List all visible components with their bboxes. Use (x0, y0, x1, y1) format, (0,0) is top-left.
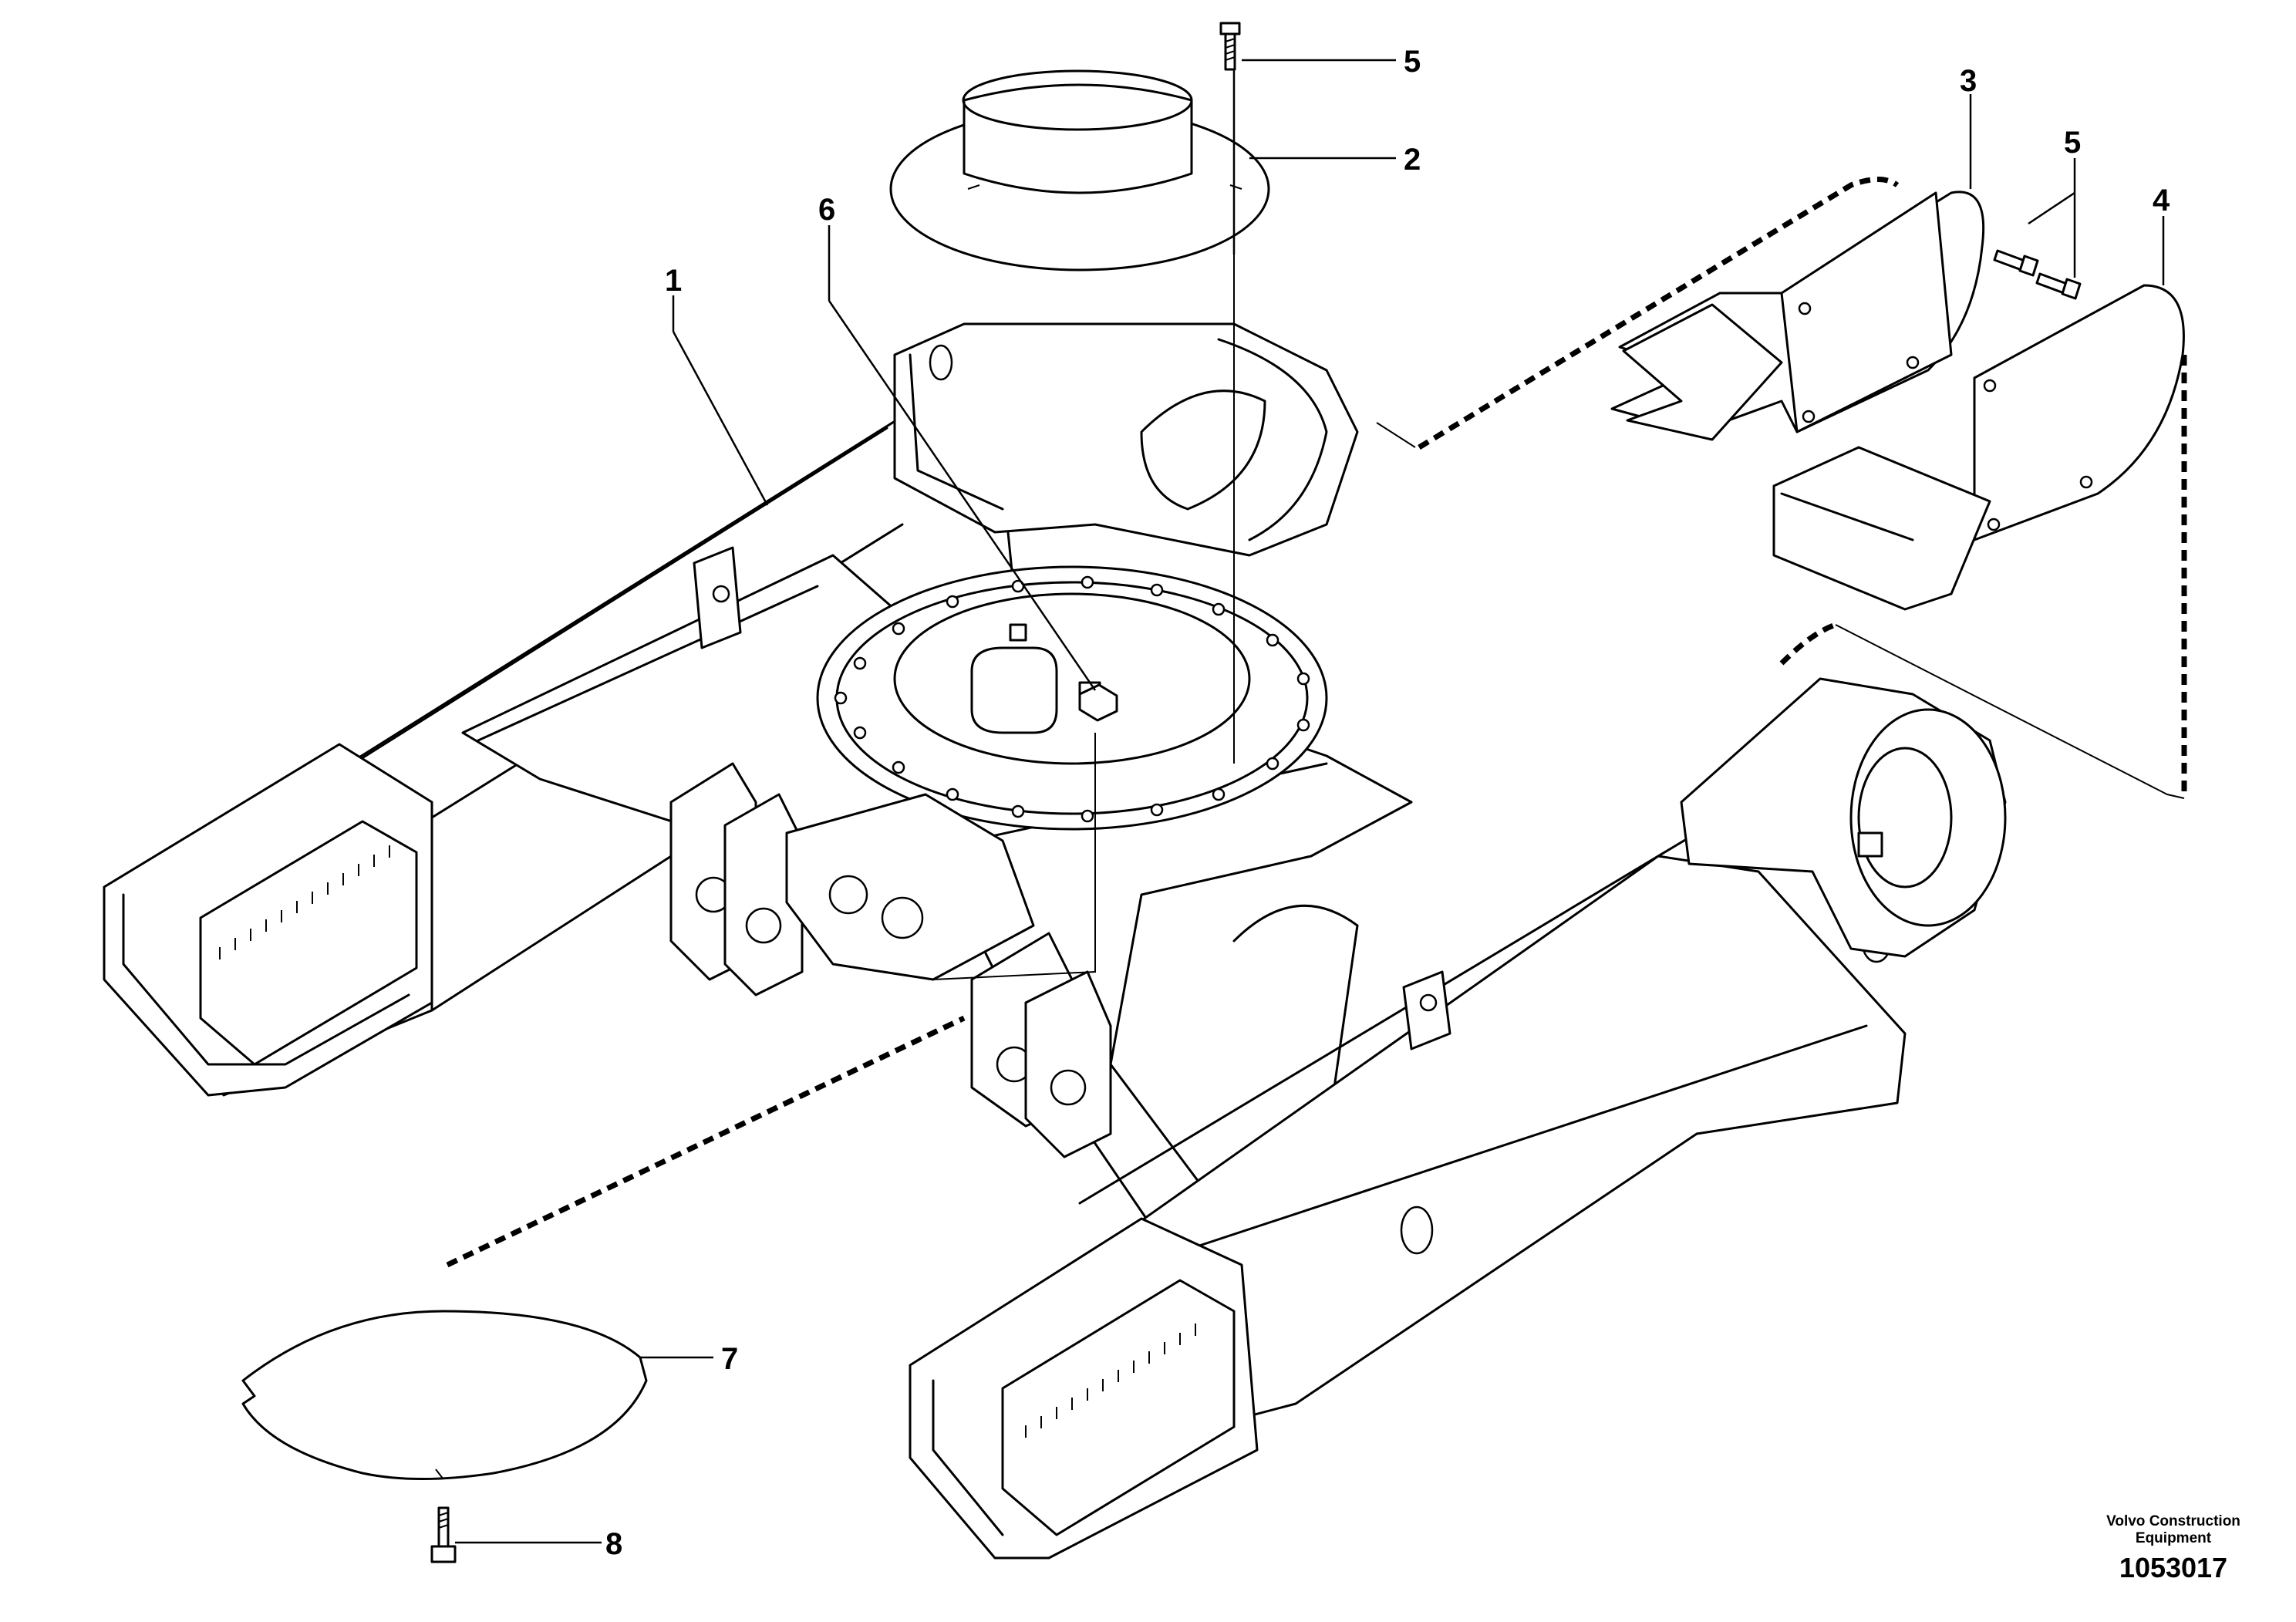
slewing-ring-bolt-holes (834, 575, 1310, 823)
bolt-part-8 (430, 1506, 457, 1563)
drawing-number: 1053017 (2119, 1552, 2227, 1583)
callout-1: 1 (665, 264, 682, 298)
brand-line-1: Volvo Construction (2106, 1513, 2240, 1529)
assembly-dashed-lines (446, 177, 2187, 1268)
ring-cover-part-2 (889, 69, 1270, 271)
bottom-cover-part-7 (241, 1310, 648, 1480)
drawing-footer: Volvo Construction Equipment 1053017 (2106, 1513, 2240, 1583)
brand-line-2: Equipment (2136, 1530, 2212, 1546)
callout-6: 6 (818, 193, 835, 227)
callout-2: 2 (1404, 143, 1421, 177)
guard-part-3 (1610, 191, 1985, 441)
bolt-part-5-guard3 (1993, 249, 2039, 277)
bolt-part-5-guard4 (2035, 272, 2082, 300)
callout-labels: 5 2 3 5 4 6 1 7 8 (605, 45, 2170, 1561)
callout-3: 3 (1960, 64, 1977, 98)
left-beam-slot-row (219, 845, 390, 959)
bolt-part-5-top (1219, 22, 1241, 71)
nut-part-6 (1078, 683, 1118, 722)
callout-8: 8 (605, 1527, 622, 1561)
callout-5-top: 5 (1404, 45, 1421, 79)
callout-5-right: 5 (2064, 126, 2081, 160)
undercarriage-frame (103, 322, 2007, 1560)
callout-7: 7 (721, 1342, 738, 1376)
callout-4: 4 (2153, 184, 2170, 218)
right-beam-slot-row (1025, 1324, 1196, 1438)
callout-leaders (455, 59, 2165, 1544)
guard-part-4 (1772, 284, 2185, 611)
